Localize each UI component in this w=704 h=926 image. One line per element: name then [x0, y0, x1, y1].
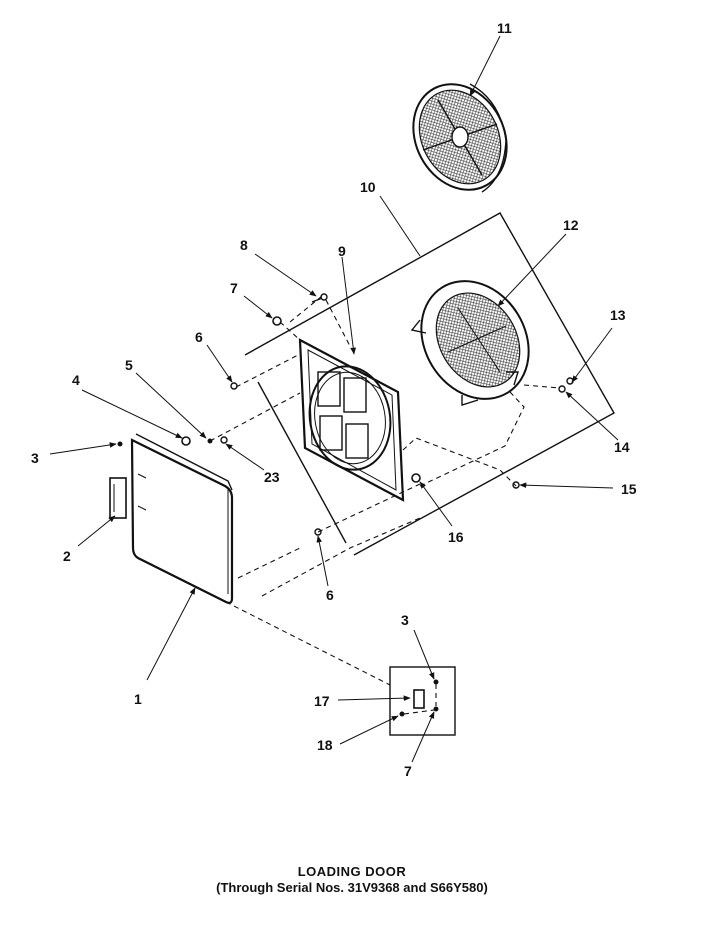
callout-8: 8 — [240, 237, 248, 253]
callout-10: 10 — [360, 179, 376, 195]
callout-1: 1 — [134, 691, 142, 707]
part-12-duct-ring — [410, 280, 530, 406]
callout-14: 14 — [614, 439, 630, 455]
part-10-outline — [244, 212, 615, 556]
callout-7-upper: 7 — [230, 280, 238, 296]
callout-6-upper: 6 — [195, 329, 203, 345]
hinge-bracket-inset — [389, 666, 456, 736]
part-2-hinge — [109, 477, 127, 519]
assembly-dashed-lines — [209, 295, 561, 691]
leader-arrows — [49, 35, 619, 763]
callout-3-inset: 3 — [401, 612, 409, 628]
part-1-door-panel — [130, 433, 234, 604]
callout-23: 23 — [264, 469, 280, 485]
callout-labels: 1 2 3 4 5 6 7 8 9 10 11 12 13 14 15 16 6… — [31, 20, 637, 779]
callout-11: 11 — [497, 20, 512, 36]
callout-6-lower: 6 — [326, 587, 334, 603]
part-11-filter-screen — [412, 83, 508, 193]
diagram-subtitle: (Through Serial Nos. 31V9368 and S66Y580… — [216, 880, 488, 895]
callout-13: 13 — [610, 307, 626, 323]
diagram-title: LOADING DOOR — [297, 864, 407, 879]
callout-3: 3 — [31, 450, 39, 466]
callout-15: 15 — [621, 481, 637, 497]
hardware-fasteners — [117, 293, 574, 536]
callout-18: 18 — [317, 737, 333, 753]
callout-17: 17 — [314, 693, 330, 709]
callout-16: 16 — [448, 529, 464, 545]
callout-12: 12 — [563, 217, 579, 233]
callout-2: 2 — [63, 548, 71, 564]
part-9-door-frame — [298, 338, 405, 502]
callout-5: 5 — [125, 357, 133, 373]
callout-7-inset: 7 — [404, 763, 412, 779]
callout-4: 4 — [72, 372, 80, 388]
callout-9: 9 — [338, 243, 346, 259]
